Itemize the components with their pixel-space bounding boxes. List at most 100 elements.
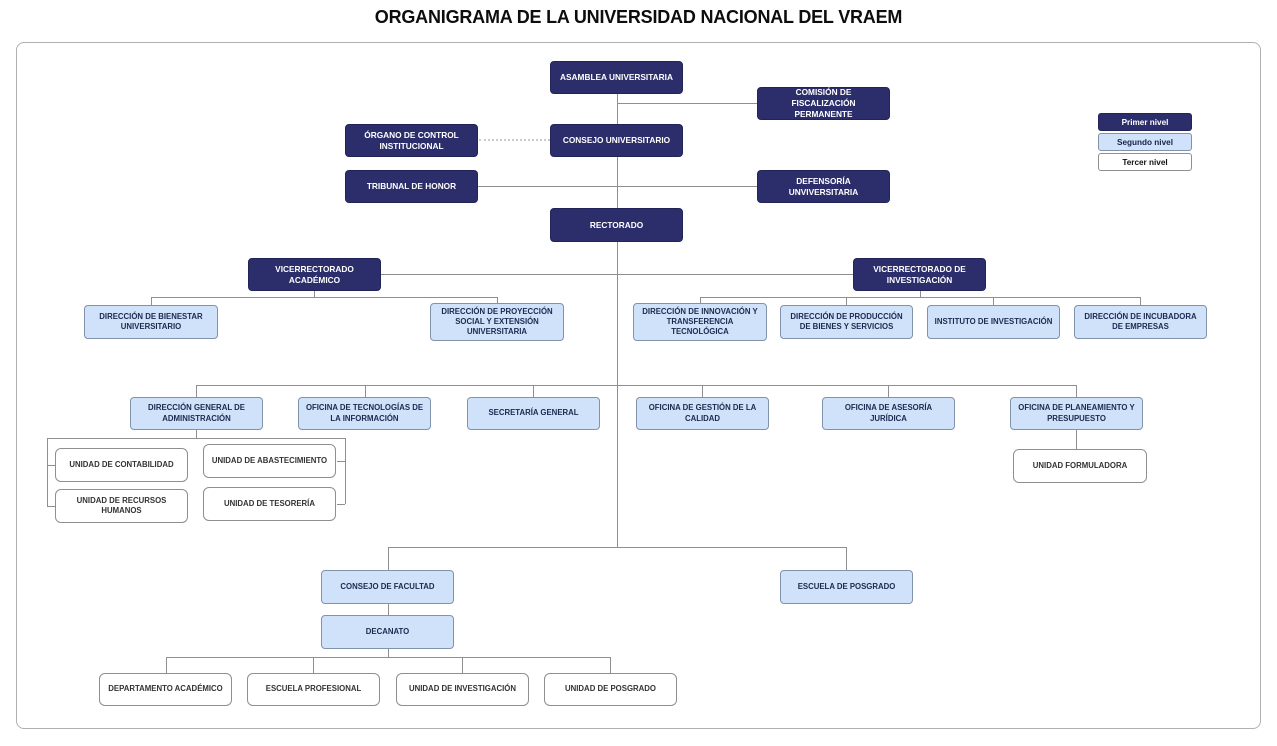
legend-primer-nivel: Primer nivel xyxy=(1098,113,1192,131)
edge-to-incubadora xyxy=(1140,297,1141,305)
node-label: TRIBUNAL DE HONOR xyxy=(366,181,457,192)
node-oficina-tecnologias: OFICINA DE TECNOLOGÍAS DE LA INFORMACIÓN xyxy=(298,397,431,430)
edge-decanato-children-bar xyxy=(166,657,610,658)
edge-to-secretaria xyxy=(533,385,534,397)
node-label: DECANATO xyxy=(365,626,410,636)
edge-unidades-left-rail xyxy=(47,438,48,506)
node-comision-fiscalizacion: COMISIÓN DE FISCALIZACIÓN PERMANENTE xyxy=(757,87,890,120)
edge-to-abastecimiento xyxy=(337,461,345,462)
node-vicerrectorado-investigacion: VICERRECTORADO DE INVESTIGACIÓN xyxy=(853,258,986,291)
node-label: UNIDAD DE CONTABILIDAD xyxy=(69,459,174,469)
node-label: UNIDAD FORMULADORA xyxy=(1032,460,1128,470)
edge-facultad-bar xyxy=(388,547,846,548)
edge-to-depto xyxy=(166,657,167,673)
node-label: DIRECCIÓN DE PRODUCCIÓN DE BIENES Y SERV… xyxy=(790,311,903,331)
edge-rectorado-spine xyxy=(617,242,618,547)
node-label: UNIDAD DE TESORERÍA xyxy=(224,498,315,508)
edge-to-formuladora xyxy=(1076,430,1077,449)
edge-oficinas-bar xyxy=(196,385,1076,386)
node-direccion-general-administracion: DIRECCIÓN GENERAL DE ADMINISTRACIÓN xyxy=(130,397,263,430)
edge-to-instituto xyxy=(993,297,994,305)
edge-to-planeamiento xyxy=(1076,385,1077,397)
page-title: ORGANIGRAMA DE LA UNIVERSIDAD NACIONAL D… xyxy=(374,7,903,27)
node-unidad-contabilidad: UNIDAD DE CONTABILIDAD xyxy=(55,448,188,482)
edge-to-unid-pos xyxy=(610,657,611,673)
edge-vra-children-bar xyxy=(151,297,497,298)
node-direccion-innovacion: DIRECCIÓN DE INNOVACIÓN Y TRANSFERENCIA … xyxy=(633,303,767,341)
edge-to-dga xyxy=(196,385,197,397)
edge-vri-children-bar xyxy=(700,297,1140,298)
legend-segundo-nivel: Segundo nivel xyxy=(1098,133,1192,151)
edge-to-esc-prof xyxy=(313,657,314,673)
node-label: UNIDAD DE ABASTECIMIENTO xyxy=(211,455,328,465)
node-label: CONSEJO DE FACULTAD xyxy=(340,581,435,591)
legend-label: Segundo nivel xyxy=(1117,137,1173,147)
edge-to-escuela-posgrado xyxy=(846,547,847,570)
node-organo-control: ÓRGANO DE CONTROL INSTITUCIONAL xyxy=(345,124,478,157)
node-tribunal-honor: TRIBUNAL DE HONOR xyxy=(345,170,478,203)
node-direccion-incubadora: DIRECCIÓN DE INCUBADORA DE EMPRESAS xyxy=(1074,305,1207,339)
node-unidad-recursos-humanos: UNIDAD DE RECURSOS HUMANOS xyxy=(55,489,188,523)
node-label: ESCUELA PROFESIONAL xyxy=(265,684,362,694)
node-label: UNIDAD DE POSGRADO xyxy=(565,684,656,694)
edge-dga-stub xyxy=(196,430,197,438)
node-unidad-abastecimiento: UNIDAD DE ABASTECIMIENTO xyxy=(203,444,336,478)
node-unidad-posgrado: UNIDAD DE POSGRADO xyxy=(544,673,677,706)
node-direccion-produccion: DIRECCIÓN DE PRODUCCIÓN DE BIENES Y SERV… xyxy=(780,305,913,339)
edge-tribunal-defensoria xyxy=(478,186,757,187)
legend-label: Primer nivel xyxy=(1121,117,1169,127)
node-unidad-formuladora: UNIDAD FORMULADORA xyxy=(1013,449,1147,483)
edge-asamblea-comision xyxy=(617,103,757,104)
edge-to-produccion xyxy=(846,297,847,305)
node-secretaria-general: SECRETARÍA GENERAL xyxy=(467,397,600,430)
node-label: OFICINA DE PLANEAMIENTO Y PRESUPUESTO xyxy=(1018,403,1135,423)
node-oficina-gestion-calidad: OFICINA DE GESTIÓN DE LA CALIDAD xyxy=(636,397,769,430)
edge-to-juridica xyxy=(888,385,889,397)
node-consejo-universitario: CONSEJO UNIVERSITARIO xyxy=(550,124,683,157)
node-label: ÓRGANO DE CONTROL INSTITUCIONAL xyxy=(364,129,459,151)
edge-organo-consejo-dotted xyxy=(479,139,550,141)
node-label: RECTORADO xyxy=(589,219,644,230)
node-label: DIRECCIÓN DE BIENESTAR UNIVERSITARIO xyxy=(99,311,203,331)
legend-tercer-nivel: Tercer nivel xyxy=(1098,153,1192,171)
edge-to-contabilidad xyxy=(47,465,55,466)
node-unidad-investigacion: UNIDAD DE INVESTIGACIÓN xyxy=(396,673,529,706)
node-label: CONSEJO UNIVERSITARIO xyxy=(562,135,671,146)
node-label: INSTITUTO DE INVESTIGACIÓN xyxy=(934,316,1053,326)
node-direccion-proyeccion-social: DIRECCIÓN DE PROYECCIÓN SOCIAL Y EXTENSI… xyxy=(430,303,564,341)
node-label: OFICINA DE TECNOLOGÍAS DE LA INFORMACIÓN xyxy=(305,403,424,423)
node-label: OFICINA DE ASESORÍA JURÍDICA xyxy=(844,403,933,423)
node-label: UNIDAD DE INVESTIGACIÓN xyxy=(409,684,516,694)
edge-unidades-right-rail xyxy=(345,438,346,504)
node-label: VICERRECTORADO DE INVESTIGACIÓN xyxy=(873,263,966,285)
node-rectorado: RECTORADO xyxy=(550,208,683,242)
node-consejo-facultad: CONSEJO DE FACULTAD xyxy=(321,570,454,604)
node-defensoria-universitaria: DEFENSORÍA UNVIVERSITARIA xyxy=(757,170,890,203)
edge-vicerrectorados xyxy=(381,274,853,275)
edge-to-tesoreria xyxy=(337,504,345,505)
node-label: UNIDAD DE RECURSOS HUMANOS xyxy=(76,495,167,515)
edge-decanato-stub xyxy=(388,649,389,657)
node-vicerrectorado-academico: VICERRECTORADO ACADÉMICO xyxy=(248,258,381,291)
node-decanato: DECANATO xyxy=(321,615,454,649)
edge-consejo-rectorado xyxy=(617,157,618,208)
edge-to-unid-inv xyxy=(462,657,463,673)
node-escuela-profesional: ESCUELA PROFESIONAL xyxy=(247,673,380,706)
legend-label: Tercer nivel xyxy=(1122,157,1168,167)
node-oficina-asesoria-juridica: OFICINA DE ASESORÍA JURÍDICA xyxy=(822,397,955,430)
edge-to-bienestar xyxy=(151,297,152,305)
node-label: DEPARTAMENTO ACADÉMICO xyxy=(108,684,223,694)
node-label: DEFENSORÍA UNVIVERSITARIA xyxy=(788,175,859,197)
node-asamblea-universitaria: ASAMBLEA UNIVERSITARIA xyxy=(550,61,683,94)
edge-to-oti xyxy=(365,385,366,397)
node-label: VICERRECTORADO ACADÉMICO xyxy=(275,263,354,285)
edge-to-calidad xyxy=(702,385,703,397)
node-label: DIRECCIÓN GENERAL DE ADMINISTRACIÓN xyxy=(148,403,245,423)
edge-to-innovacion xyxy=(700,297,701,303)
node-label: OFICINA DE GESTIÓN DE LA CALIDAD xyxy=(648,403,757,423)
edge-unidades-bar xyxy=(47,438,345,439)
node-label: SECRETARÍA GENERAL xyxy=(488,408,579,418)
node-label: DIRECCIÓN DE PROYECCIÓN SOCIAL Y EXTENSI… xyxy=(441,306,553,337)
node-label: ESCUELA DE POSGRADO xyxy=(797,581,896,591)
